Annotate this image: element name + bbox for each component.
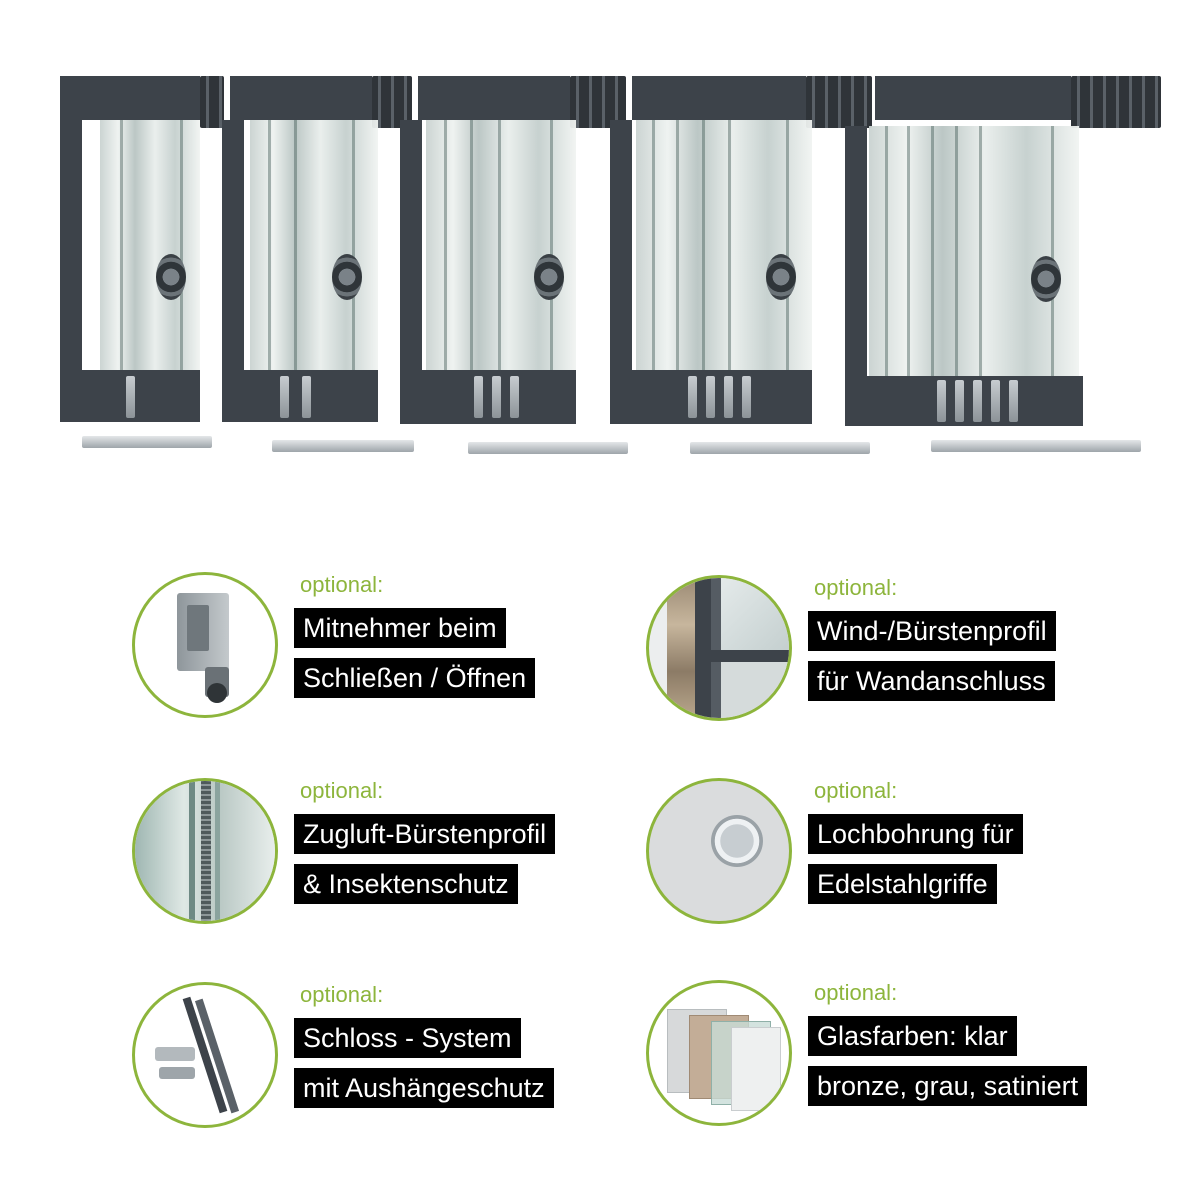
optional-label: optional: [814,778,898,803]
option-title-line1: Wind-/Bürstenprofil [808,611,1056,651]
steel-handle-icon [646,778,792,924]
option-title-line1: Lochbohrung für [808,814,1023,854]
optional-label: optional: [814,575,898,600]
sliding-door-3-track [222,76,414,476]
option-title-line2: & Insektenschutz [294,864,518,904]
brush-profile-icon [132,778,278,924]
sliding-door-5-track [610,76,872,476]
option-title-line2: bronze, grau, satiniert [808,1066,1088,1106]
option-title-line2: mit Aushängeschutz [294,1068,554,1108]
glass-handle-icon [534,254,564,300]
sliding-door-6-track [845,76,1165,476]
option-title-line1: Mitnehmer beim [294,608,506,648]
option-schloss: optional: Schloss - System mit Aushänges… [132,982,652,1142]
option-title-line1: Glasfarben: klar [808,1016,1017,1056]
sliding-door-2-track [60,76,224,476]
sliding-door-4-track [400,76,630,476]
glass-handle-icon [1031,256,1061,302]
glass-handle-icon [156,254,186,300]
option-title-line1: Schloss - System [294,1018,521,1058]
glass-handle-icon [766,254,796,300]
wall-profile-icon [646,575,792,721]
option-title-line1: Zugluft-Bürstenprofil [294,814,556,854]
option-title-line2: Schließen / Öffnen [294,658,536,698]
option-title-line2: Edelstahlgriffe [808,864,997,904]
option-wind-profil: optional: Wind-/Bürstenprofil für Wandan… [646,575,1166,735]
lock-system-icon [132,982,278,1128]
option-title-line2: für Wandanschluss [808,661,1055,701]
glass-colors-icon [646,980,792,1126]
carrier-clip-icon [132,572,278,718]
optional-label: optional: [300,982,384,1007]
optional-label: optional: [300,778,384,803]
optional-label: optional: [300,572,384,597]
option-lochbohrung: optional: Lochbohrung für Edelstahlgriff… [646,778,1166,938]
glass-handle-icon [332,254,362,300]
option-mitnehmer: optional: Mitnehmer beim Schließen / Öff… [132,572,652,732]
option-zugluft: optional: Zugluft-Bürstenprofil & Insekt… [132,778,652,938]
optional-label: optional: [814,980,898,1005]
option-glasfarben: optional: Glasfarben: klar bronze, grau,… [646,980,1166,1140]
